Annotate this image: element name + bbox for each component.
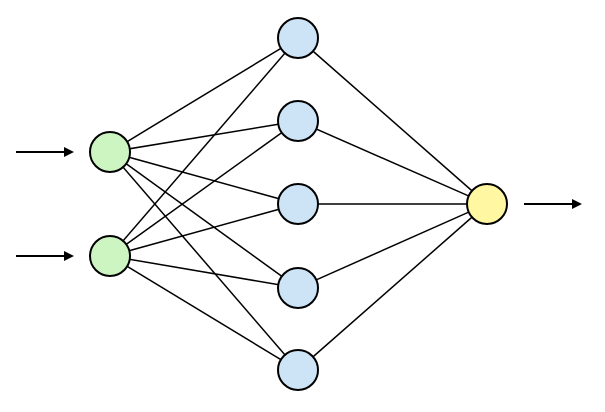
hidden-node xyxy=(277,17,319,59)
connection-line xyxy=(297,120,488,205)
hidden-node xyxy=(277,183,319,225)
connection-line xyxy=(109,151,299,205)
connection-line xyxy=(297,203,488,289)
hidden-node xyxy=(277,267,319,309)
connection-line xyxy=(297,37,488,205)
connection-line xyxy=(109,37,299,153)
connections xyxy=(109,37,488,371)
connection-line xyxy=(109,151,299,371)
output-node xyxy=(466,183,508,225)
input-node xyxy=(89,131,131,173)
input-node xyxy=(89,235,131,277)
connection-line xyxy=(109,37,299,257)
connection-line xyxy=(109,255,299,371)
hidden-node xyxy=(277,100,319,142)
connection-line xyxy=(109,120,299,257)
hidden-node xyxy=(277,349,319,391)
connection-line xyxy=(109,255,299,289)
connection-line xyxy=(109,151,299,289)
neurons xyxy=(89,17,508,391)
connection-line xyxy=(109,203,299,257)
io-arrows xyxy=(16,147,582,261)
connection-line xyxy=(109,120,299,153)
connection-line xyxy=(297,203,488,371)
